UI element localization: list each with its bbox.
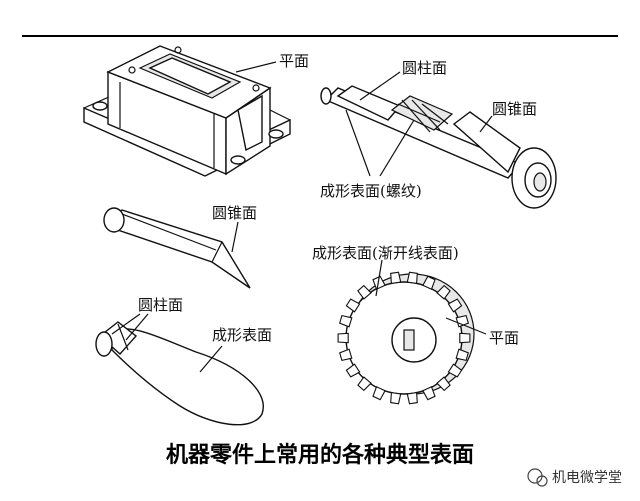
label-shaft-thread: 成形表面(螺纹)	[320, 182, 422, 200]
gear-tooth	[447, 298, 463, 313]
caption: 机器零件上常用的各种典型表面	[166, 442, 474, 468]
gear-tooth	[406, 391, 418, 405]
gear-teeth	[337, 271, 471, 405]
shaft-part	[320, 85, 557, 209]
gear-tooth	[436, 376, 451, 392]
gear-tooth	[372, 275, 386, 290]
pin-part	[103, 207, 251, 289]
gear-part	[345, 273, 475, 395]
leader-handle-cylinder-1	[111, 313, 141, 335]
label-shaft-cylinder: 圆柱面	[402, 59, 447, 77]
gear-tooth	[406, 271, 418, 285]
gear-tooth	[372, 386, 386, 401]
leader-shaft-thread-1	[345, 109, 371, 177]
leader-shaft-thread-2	[379, 119, 415, 177]
gear-tooth	[345, 298, 361, 313]
gear-tooth	[339, 314, 353, 328]
watermark: 机电微学堂	[527, 468, 622, 487]
label-handle-formed: 成形表面	[212, 326, 272, 344]
gear-tooth	[459, 332, 471, 344]
leader-handle-cylinder-2	[125, 313, 149, 341]
label-gear-plane: 平面	[489, 329, 519, 347]
gear-tooth	[390, 391, 402, 405]
leader-gear-plane	[445, 317, 487, 335]
leader-handle-formed	[199, 345, 223, 373]
gear-tooth	[390, 271, 402, 285]
gear-tooth	[436, 284, 451, 300]
leader-pin-cone	[231, 221, 239, 253]
leader-gear-involute	[375, 259, 383, 297]
gear-tooth	[455, 348, 469, 362]
label-shaft-cone: 圆锥面	[492, 100, 537, 118]
label-pin-cone: 圆锥面	[212, 204, 257, 222]
leader-block-plane	[235, 61, 277, 73]
leader-shaft-cylinder	[359, 71, 401, 101]
gear-tooth	[422, 275, 436, 290]
gear-tooth	[345, 363, 361, 378]
wechat-icon	[527, 468, 548, 487]
leader-shaft-cone	[479, 115, 493, 133]
block-part	[83, 45, 291, 177]
handle-part	[95, 321, 264, 426]
gear-tooth	[339, 348, 353, 362]
watermark-text: 机电微学堂	[552, 470, 622, 486]
gear-tooth	[337, 332, 349, 344]
gear-tooth	[357, 376, 372, 392]
label-gear-involute: 成形表面(渐开线表面)	[312, 244, 459, 262]
gear-tooth	[422, 386, 436, 401]
gear-tooth	[357, 284, 372, 300]
label-handle-cylinder: 圆柱面	[138, 296, 183, 314]
label-block-plane: 平面	[279, 52, 309, 70]
gear-tooth	[447, 363, 463, 378]
gear-tooth	[455, 314, 469, 328]
